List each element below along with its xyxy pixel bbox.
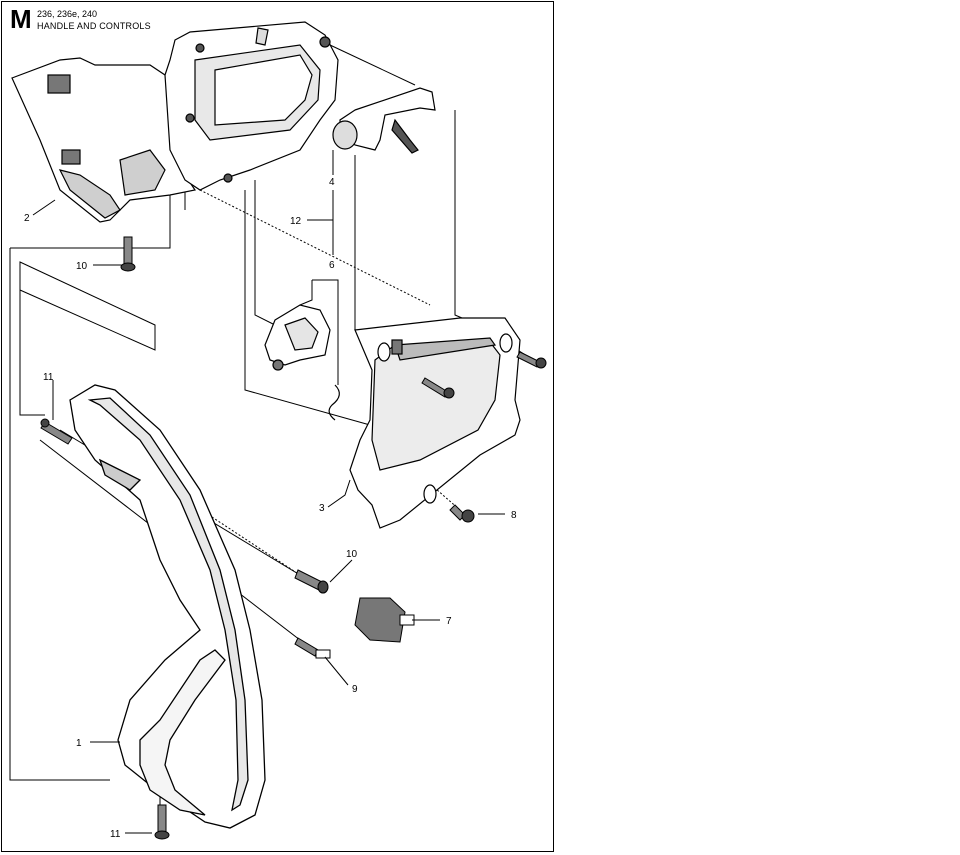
model-list: 236, 236e, 240 [37,9,98,19]
guide-line [19,261,156,351]
callout-8: 9 [352,684,358,695]
callout-4: 4 [329,177,335,188]
callout-2: 2 [24,213,30,224]
section-letter: M [10,4,32,34]
front-handle [69,384,266,829]
guide-line [244,190,371,426]
lock-lever [264,304,340,421]
callout-7: 7 [446,616,452,627]
callout-11b: 11 [110,829,121,840]
screws-9 [421,351,547,523]
guide-line [329,44,416,86]
callout-12: 12 [290,216,302,227]
throttle-lever [332,87,436,154]
callout-10b: 10 [346,549,358,560]
callout-6: 6 [329,260,335,271]
guide-line [19,262,45,416]
damper-7 [354,597,406,643]
callout-3: 3 [319,503,325,514]
rear-handle-housing [11,21,339,223]
callout-10a: 10 [76,261,88,272]
guide-line [254,180,276,326]
leaders [32,150,505,834]
screw-10-upper [120,236,136,272]
callout-1: 1 [76,738,82,749]
lower-parts [294,569,415,659]
screws-11 [40,418,170,840]
diagram-frame [1,1,554,852]
callout-11a: 11 [43,372,54,383]
guide-line [199,189,431,306]
diagram-title: HANDLE AND CONTROLS [37,21,151,31]
guide-line [9,248,110,781]
guide-line [454,110,491,331]
callout-9: 8 [511,510,517,521]
handle-cover [349,317,521,529]
